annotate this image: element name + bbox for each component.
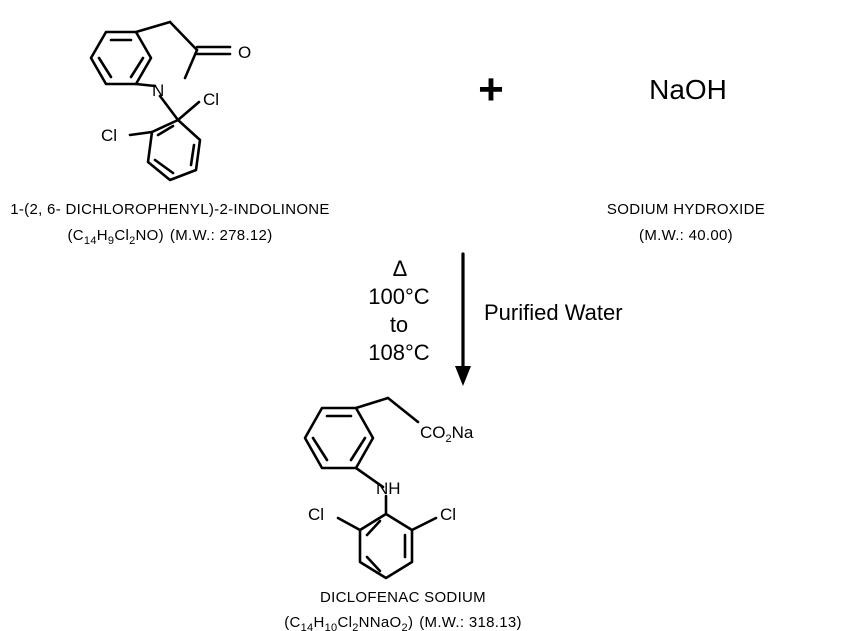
reactant1-name: 1-(2, 6- DICHLOROPHENYL)-2-INDOLINONE [10,201,330,218]
temperature-high: 108°C [368,340,430,365]
product-carboxylate-label: CO2Na [420,423,474,445]
reaction-arrow [455,252,471,386]
reactant1-chlorine-left-label: Cl [101,126,117,145]
reactant1-chlorine-top-label: Cl [203,90,219,109]
reactant2-name: SODIUM HYDROXIDE [607,201,765,218]
product-structure [303,396,438,580]
reactant2-formula: NaOH [649,74,727,105]
reactant1-oxygen-label: O [238,43,251,62]
product-chlorine-left-label: Cl [308,505,324,524]
temperature-low: 100°C [368,284,430,309]
reactant2-mw: (M.W.: 40.00) [639,227,733,244]
product-chlorine-right-label: Cl [440,505,456,524]
temperature-to: to [390,312,408,337]
plus-sign: + [478,65,504,114]
solvent-label: Purified Water [484,300,623,325]
reactant1-structure [89,20,232,182]
product-amine-label: NH [376,479,401,498]
heat-symbol: Δ [393,256,408,281]
product-formula: (C14H10Cl2NNaO2)(M.W.: 318.13) [284,614,522,631]
reactant1-formula: (C14H9Cl2NO)(M.W.: 278.12) [67,227,272,247]
reactant1-nitrogen-label: N [152,81,164,100]
product-name: DICLOFENAC SODIUM [320,589,486,606]
